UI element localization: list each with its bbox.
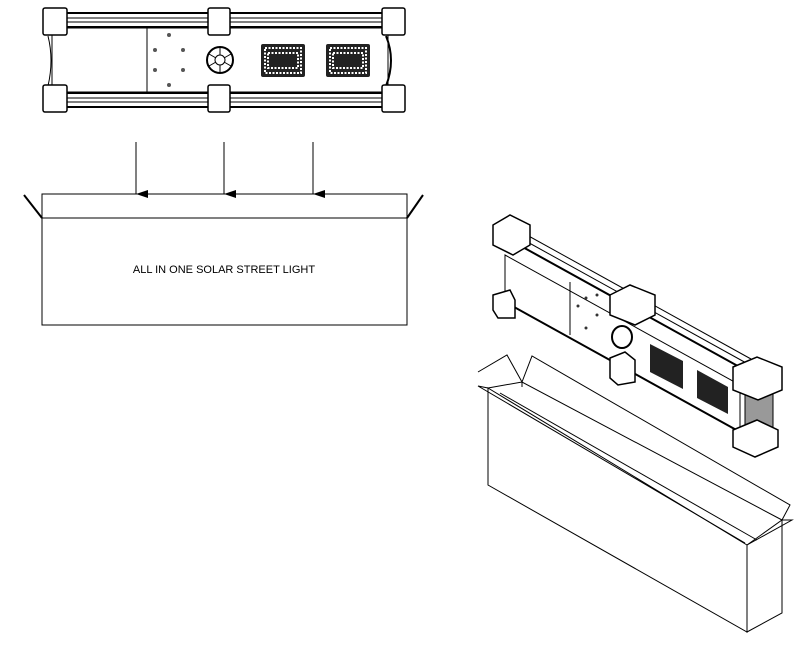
box-flap-back-left xyxy=(477,354,523,383)
box-flap-right xyxy=(406,194,424,219)
led-module-1 xyxy=(261,44,305,77)
box-flap-left xyxy=(23,194,43,219)
foam-corner-blocks xyxy=(492,214,783,458)
fan-icon xyxy=(611,325,633,349)
box-label: ALL IN ONE SOLAR STREET LIGHT xyxy=(133,264,315,276)
fan-icon xyxy=(206,46,234,74)
street-light-isometric xyxy=(492,214,783,458)
packing-box-isometric xyxy=(477,354,794,633)
led-module-1 xyxy=(650,344,683,389)
end-cap xyxy=(385,35,392,87)
mounting-holes xyxy=(153,33,185,87)
box-flap-front-left xyxy=(477,385,746,544)
led-module-2 xyxy=(326,44,370,77)
street-light-top-view xyxy=(42,7,406,113)
box-flap-back xyxy=(521,355,791,521)
foam-corner-blocks xyxy=(42,7,406,113)
packing-box-front: ALL IN ONE SOLAR STREET LIGHT xyxy=(23,193,424,326)
box-flap-right xyxy=(746,519,794,546)
led-module-2 xyxy=(697,370,728,414)
light-body-iso xyxy=(504,254,741,433)
insert-arrows xyxy=(135,142,325,198)
